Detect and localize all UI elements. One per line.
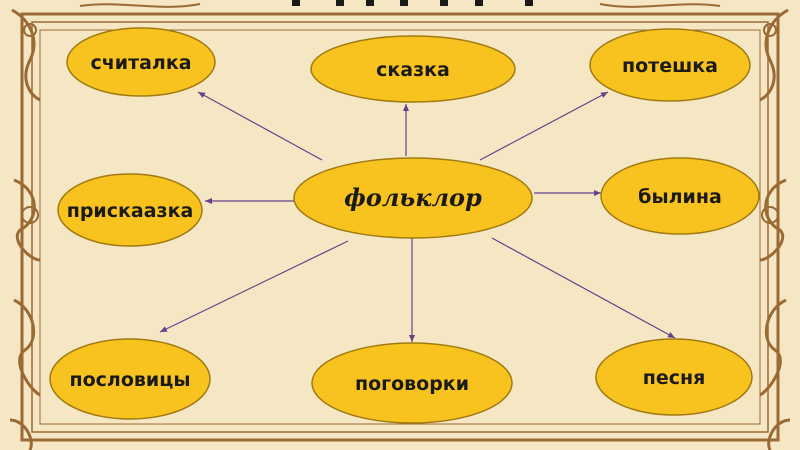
node-label: прискаазка xyxy=(67,200,194,222)
node-label: поговорки xyxy=(355,373,469,395)
node-pogovorki: поговорки xyxy=(311,342,513,424)
node-label: пословицы xyxy=(69,369,190,391)
arrow-to-poslovitsy xyxy=(159,240,349,333)
decorative-frame xyxy=(9,3,791,450)
node-label: сказка xyxy=(376,59,450,81)
arrow-to-pesnya xyxy=(491,237,676,339)
node-label: песня xyxy=(643,367,706,389)
cropped-title-fragment xyxy=(292,0,533,6)
arrow-to-schitalka xyxy=(197,91,323,161)
node-center-folklor: фольклор xyxy=(293,157,533,239)
node-priskazka: прискаазка xyxy=(57,173,203,247)
arrow-to-poteshka xyxy=(479,91,609,161)
node-schitalka: считалка xyxy=(66,27,216,97)
node-skazka: сказка xyxy=(310,35,516,103)
node-label: былина xyxy=(638,186,722,208)
node-label: считалка xyxy=(90,52,191,74)
node-poteshka: потешка xyxy=(589,28,751,102)
center-label: фольклор xyxy=(344,183,482,212)
node-pesnya: песня xyxy=(595,338,753,416)
node-label: потешка xyxy=(622,55,718,77)
node-bylina: былина xyxy=(600,157,760,235)
node-poslovitsy: пословицы xyxy=(49,338,211,420)
arrows xyxy=(159,91,676,342)
